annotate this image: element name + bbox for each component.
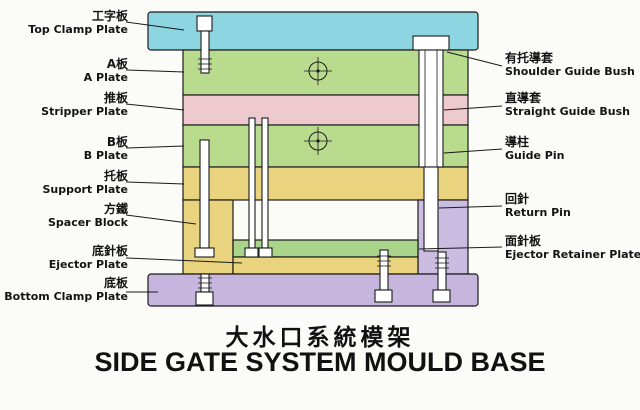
label-a-plate: A板 A Plate [83, 57, 128, 85]
ejector-pin-1 [244, 117, 259, 258]
label-cn: 方鐵 [103, 202, 128, 216]
label-cn: 底板 [103, 276, 128, 290]
label-bottom-clamp-plate: 底板 Bottom Clamp Plate [4, 276, 128, 304]
guide-bush-circle-a [304, 57, 332, 85]
label-en: Support Plate [42, 183, 128, 196]
label-en: Spacer Block [47, 216, 128, 229]
label-cn: 回針 [505, 192, 530, 206]
label-shoulder-guide-bush: 有托導套 Shoulder Guide Bush [505, 51, 635, 79]
label-cn: 工字板 [91, 9, 128, 23]
label-en: B Plate [83, 149, 128, 162]
plate-support [182, 166, 469, 201]
label-cn: 面針板 [505, 234, 542, 248]
label-en: Shoulder Guide Bush [505, 65, 635, 78]
label-en: Stripper Plate [41, 105, 128, 118]
label-cn: 有托導套 [505, 51, 554, 65]
label-en: Return Pin [505, 206, 571, 219]
label-top-clamp-plate: 工字板 Top Clamp Plate [28, 9, 128, 37]
cap-screw-bottom-right-2 [432, 251, 451, 303]
diagram-title-english: SIDE GATE SYSTEM MOULD BASE [94, 347, 546, 377]
plate-ejector [232, 256, 419, 275]
cap-screw-top-left [196, 15, 213, 74]
label-en: A Plate [83, 71, 128, 84]
label-cn: B板 [106, 135, 128, 149]
label-cn: 底針板 [91, 244, 128, 258]
label-cn: A板 [106, 57, 128, 71]
label-stripper-plate: 推板 Stripper Plate [41, 91, 128, 119]
label-ejector-retainer-plate: 面針板 Ejector Retainer Plate [505, 234, 640, 262]
label-cn: 直導套 [505, 91, 542, 105]
cap-screw-bottom-right-1 [374, 249, 393, 303]
pins-and-screws [194, 15, 451, 306]
guide-pin [423, 166, 439, 252]
guide-bush-circle-b [304, 127, 332, 155]
label-ejector-plate: 底針板 Ejector Plate [48, 244, 128, 272]
label-en: Bottom Clamp Plate [4, 290, 128, 303]
label-cn: 托板 [103, 169, 128, 183]
label-en: Top Clamp Plate [28, 23, 128, 36]
label-straight-guide-bush: 直導套 Straight Guide Bush [505, 91, 630, 119]
label-spacer-block: 方鐵 Spacer Block [47, 202, 128, 230]
label-cn: 推板 [103, 91, 128, 105]
label-en: Ejector Plate [48, 258, 128, 271]
label-en: Straight Guide Bush [505, 105, 630, 118]
return-pin-left [194, 139, 215, 258]
cap-screw-bottom-left [195, 273, 214, 306]
label-return-pin: 回針 Return Pin [505, 192, 571, 220]
plate-bottom-clamp [147, 273, 479, 307]
label-b-plate: B板 B Plate [83, 135, 128, 163]
label-guide-pin: 導柱 Guide Pin [505, 135, 565, 163]
ejector-pin-2 [258, 117, 273, 258]
leader-lines-left [125, 21, 243, 293]
label-cn: 導柱 [505, 135, 530, 149]
leader-lines-right [418, 51, 503, 250]
label-support-plate: 托板 Support Plate [42, 169, 128, 197]
diagram-title-chinese: 大水口系統模架 [225, 325, 415, 351]
label-en: Guide Pin [505, 149, 565, 162]
shoulder-guide-bush [412, 35, 450, 168]
label-en: Ejector Retainer Plate [505, 248, 640, 261]
